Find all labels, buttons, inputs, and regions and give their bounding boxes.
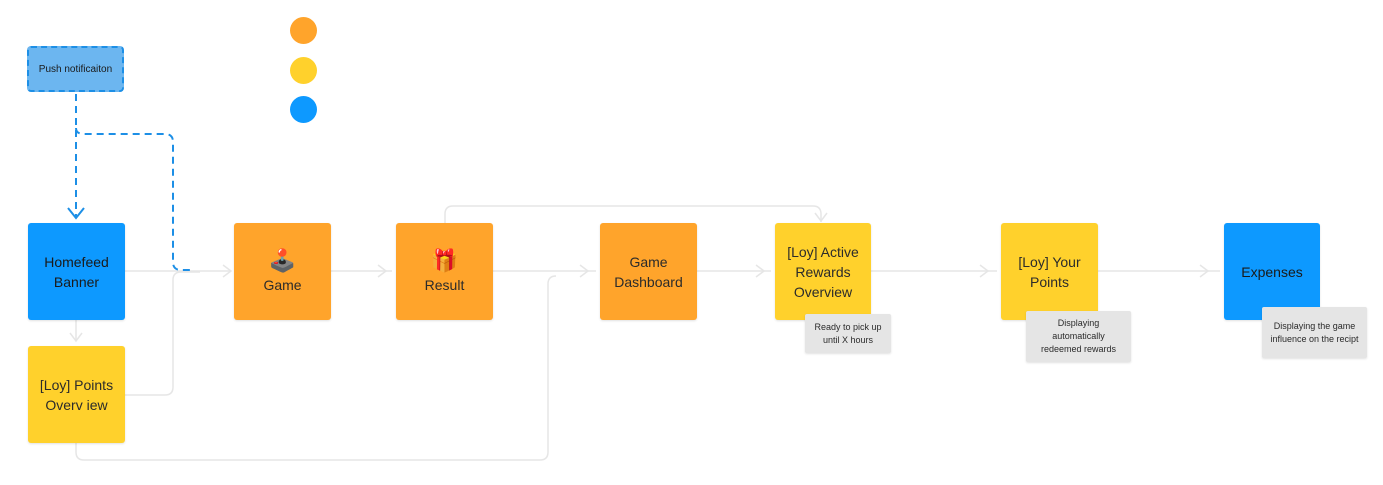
arrowhead-pointsoverview <box>69 332 83 343</box>
arrowhead-dashboard <box>579 264 590 278</box>
expenses-node[interactable]: Expenses <box>1224 223 1320 320</box>
legend-dot-orange <box>290 17 317 44</box>
note-active-rewards: Ready to pick up until X hours <box>805 314 891 353</box>
expenses-label: Expenses <box>1241 263 1303 280</box>
note-your-points: Displaying automatically redeemed reward… <box>1026 311 1131 362</box>
connector-pointsoverview-game <box>125 271 200 396</box>
connector-pointsoverview-dashboard <box>75 275 557 461</box>
result-node[interactable]: 🎁 Result <box>396 223 493 320</box>
arrowhead-result <box>377 264 388 278</box>
note-active-rewards-text: Ready to pick up until X hours <box>814 321 882 345</box>
arrowhead-points <box>979 264 990 278</box>
active-rewards-node[interactable]: [Loy] Active Rewards Overview <box>775 223 871 320</box>
arrowhead-game <box>222 264 233 278</box>
game-dashboard-node[interactable]: Game Dashboard <box>600 223 697 320</box>
connector-result-rewards <box>444 205 822 223</box>
gift-icon: 🎁 <box>430 247 459 273</box>
game-node[interactable]: 🕹️ Game <box>234 223 331 320</box>
game-dashboard-label: Game Dashboard <box>614 253 683 290</box>
note-expenses: Displaying the game influence on the rec… <box>1262 307 1367 358</box>
arrowhead-expenses <box>1199 264 1210 278</box>
push-notification-label: Push notificaiton <box>38 63 113 75</box>
your-points-label: [Loy] Your Points <box>1018 253 1081 290</box>
joystick-icon: 🕹️ <box>268 247 297 273</box>
points-overview-label: [Loy] PointsOverv iew <box>39 376 114 413</box>
homefeed-banner-node[interactable]: Homefeed Banner <box>28 223 125 320</box>
note-expenses-text: Displaying the game influence on the rec… <box>1270 320 1359 344</box>
game-label: Game <box>263 276 302 293</box>
result-label: Result <box>424 276 465 293</box>
arrowhead-rewards <box>755 264 766 278</box>
homefeed-banner-label: Homefeed Banner <box>44 253 109 290</box>
points-overview-node[interactable]: [Loy] PointsOverv iew <box>28 346 125 443</box>
arrowhead-homefeed <box>67 207 85 220</box>
legend-dot-blue <box>290 96 317 123</box>
active-rewards-label: [Loy] Active Rewards Overview <box>787 243 859 300</box>
legend-dot-yellow <box>290 57 317 84</box>
arrowhead-rewards-top <box>814 212 828 223</box>
push-notification-node[interactable]: Push notificaiton <box>27 46 124 92</box>
connector-push-game <box>75 127 190 271</box>
note-your-points-text: Displaying automatically redeemed reward… <box>1040 318 1117 354</box>
your-points-node[interactable]: [Loy] Your Points <box>1001 223 1098 320</box>
